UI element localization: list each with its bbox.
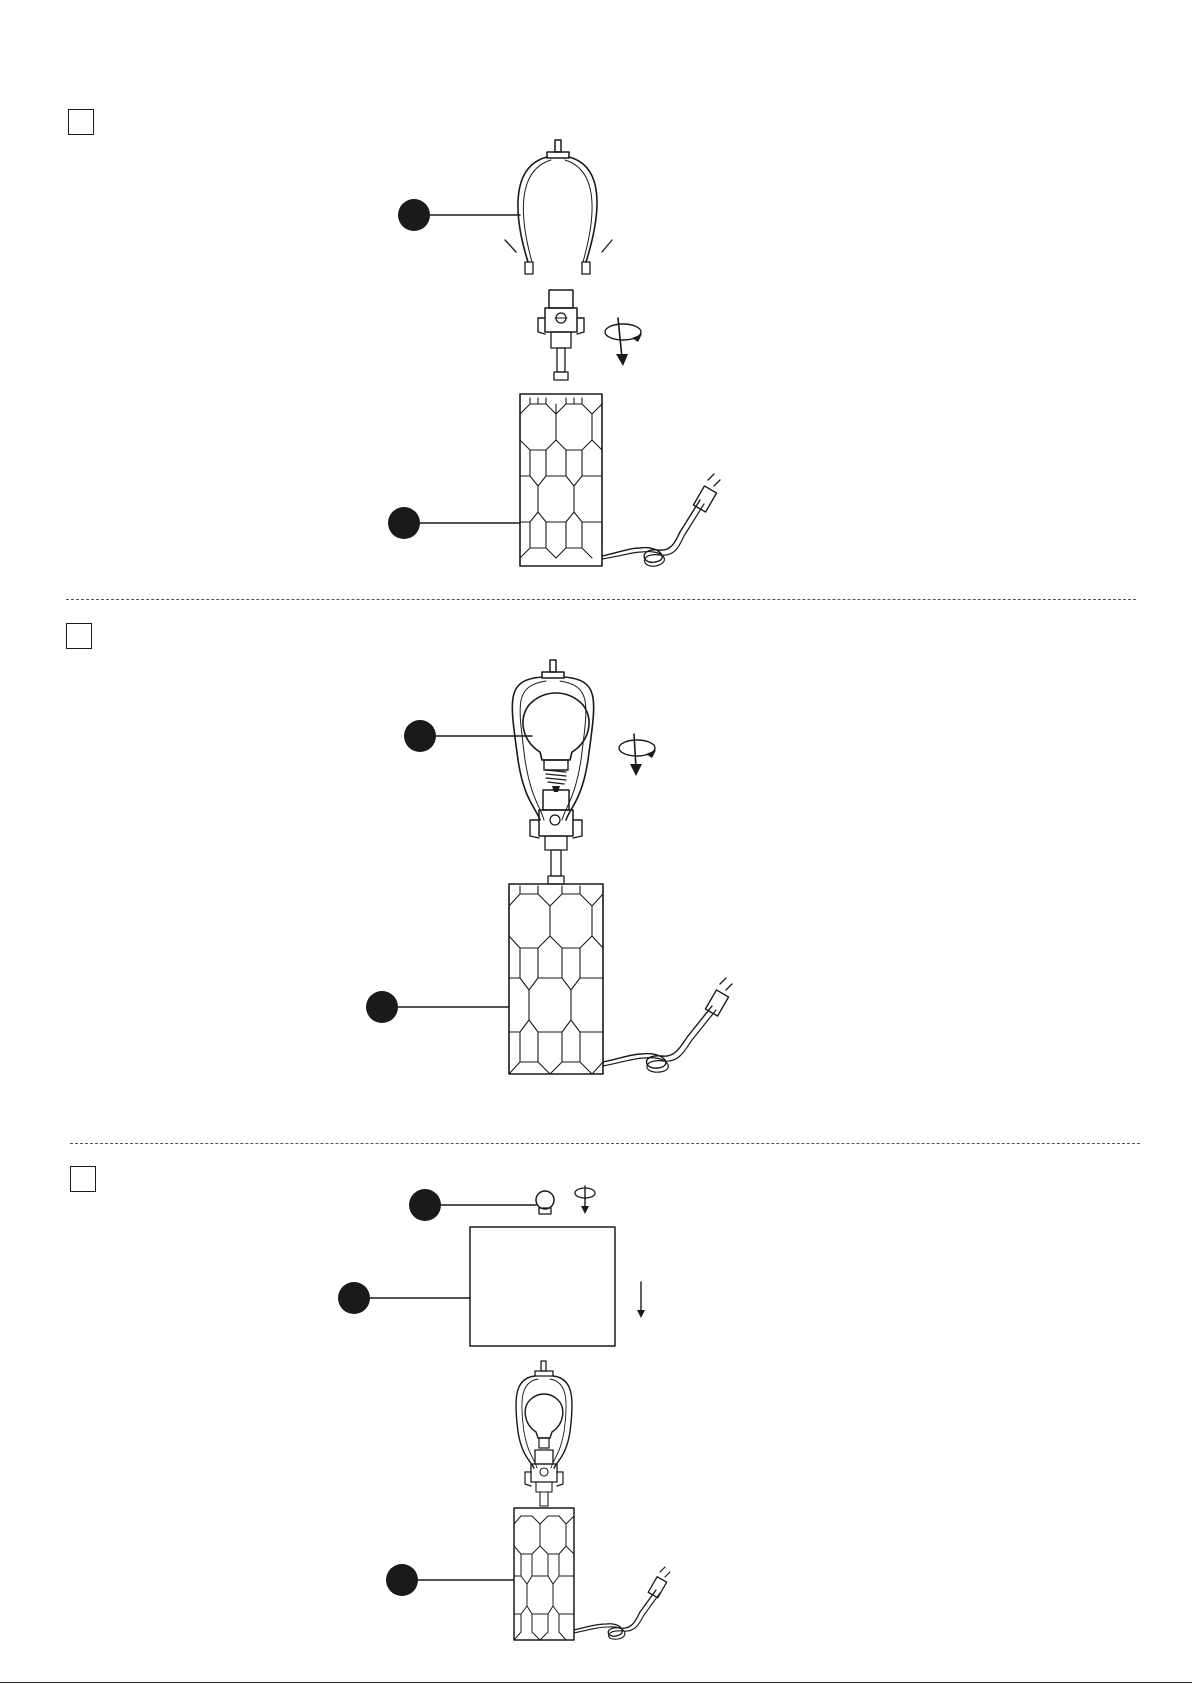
power-cord xyxy=(602,500,704,566)
power-plug-icon xyxy=(648,1567,670,1598)
step-2-illustration xyxy=(0,600,1192,1120)
power-cord xyxy=(603,1006,716,1072)
power-cord xyxy=(574,1590,660,1639)
light-bulb-part xyxy=(525,1394,563,1448)
step-1-illustration xyxy=(0,0,1192,600)
rotate-down-arrow-icon xyxy=(605,318,642,366)
socket-assembly xyxy=(525,1450,563,1506)
lamp-base-part xyxy=(514,1508,574,1640)
lampshade-part xyxy=(470,1227,615,1346)
part-callout-dot xyxy=(366,991,398,1023)
rotate-down-arrow-icon xyxy=(619,734,656,776)
lamp-base-callout xyxy=(386,1564,514,1596)
finial-callout xyxy=(409,1189,536,1221)
part-callout-dot xyxy=(388,507,420,539)
lamp-base-callout xyxy=(388,507,520,539)
page-bottom-rule xyxy=(0,1682,1192,1683)
lamp-base-callout xyxy=(366,991,509,1023)
rotate-down-arrow-icon xyxy=(575,1186,595,1214)
harp-part xyxy=(516,1361,572,1468)
light-bulb-part xyxy=(523,693,589,792)
lamp-base-part xyxy=(509,884,603,1074)
power-plug-icon xyxy=(693,474,720,512)
lampshade-callout xyxy=(338,1282,470,1314)
finial-part xyxy=(536,1191,554,1214)
part-callout-dot xyxy=(409,1189,441,1221)
part-callout-dot xyxy=(338,1282,370,1314)
harp-callout xyxy=(398,199,520,231)
down-arrow-icon xyxy=(637,1282,645,1318)
socket-assembly xyxy=(538,290,584,380)
harp-part xyxy=(512,660,593,820)
part-callout-dot xyxy=(404,720,436,752)
part-callout-dot xyxy=(386,1564,418,1596)
part-callout-dot xyxy=(398,199,430,231)
step-3-illustration xyxy=(0,1144,1192,1684)
harp-part xyxy=(505,140,612,274)
lamp-base-part xyxy=(520,394,602,566)
